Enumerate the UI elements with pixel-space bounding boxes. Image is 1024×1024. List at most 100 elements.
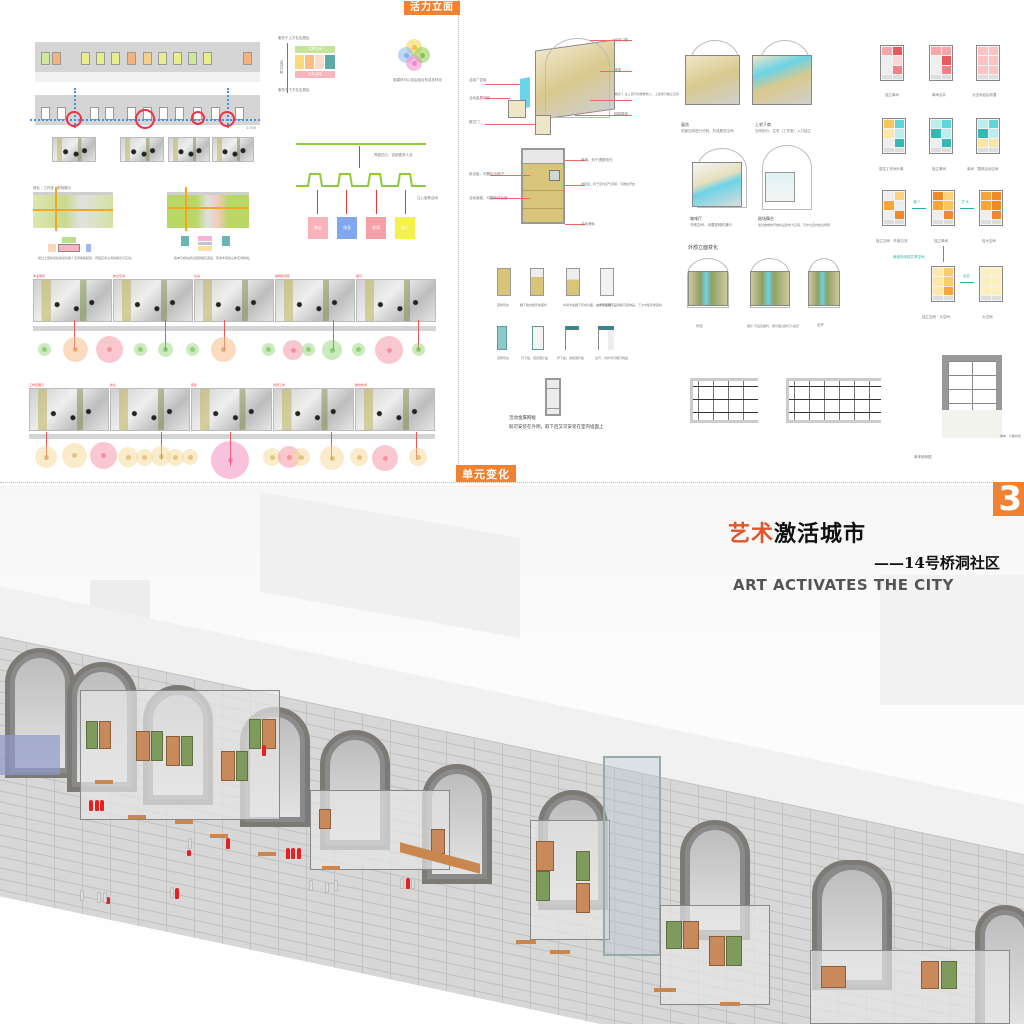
panel-label-rail: 活动滑轨 <box>581 222 595 226</box>
panel-label-movable: 活动面板，可翻折成台面 <box>469 196 508 200</box>
unit-section-tag: 单元变化 <box>456 465 516 482</box>
wave-box-rest: 休息 <box>337 217 357 239</box>
photo-row1-4 <box>275 279 355 322</box>
plan-strip-1 <box>33 326 436 331</box>
exploded-label-adboard: 活动广告板 <box>469 78 487 82</box>
panel-type-3 <box>566 268 580 296</box>
grid-config-yellow-1 <box>931 266 955 302</box>
grid-label-3: 大空间自由布置 <box>972 93 997 97</box>
grid-config-orange-3 <box>979 190 1003 226</box>
unit-plan-drawing <box>942 355 1002 410</box>
grid-label-10: 独立空间 · 大空间 <box>922 315 950 319</box>
wave-note-bottom: 注入各种活动 <box>417 196 438 200</box>
arrow-merge-label: 合并 <box>963 274 970 278</box>
scale-note: 1:500 <box>246 126 257 130</box>
photo-row1-1 <box>33 279 112 322</box>
divider-vertical <box>458 0 459 470</box>
photo-row1-label-1: 商业展览 <box>33 274 46 278</box>
divider-horizontal <box>0 482 1024 483</box>
photo-row2-label-3: 聚集 <box>191 383 198 387</box>
facade-panel-detail <box>521 148 565 224</box>
section-diagram-2-caption: 各单元模块通过连廊相互连接，形成丰富的立体空间体验。 <box>174 256 253 260</box>
module-group-4 <box>660 905 770 1005</box>
grid-config-red-2 <box>929 45 953 81</box>
exploded-label-floor: 钢架楼板 <box>614 112 628 116</box>
panel-type-label-5: 完整形态 <box>497 356 510 360</box>
arrow-expand-label: 扩大 <box>962 200 969 204</box>
facade-photo-1 <box>52 137 96 162</box>
elevation-open <box>808 271 840 306</box>
panel-type-label-4: 中间木板翻下，网格可挂物品，下方木板形成座椅 <box>596 303 663 307</box>
photo-row2-label-4: 创意工坊 <box>273 383 286 387</box>
section-diagram-1-title: 商业 · 工作室 · 剧场展示 <box>33 186 72 190</box>
variant-title-cafe: 咖啡厅 <box>690 216 702 221</box>
panel-type-label-1: 完整形态 <box>497 303 510 307</box>
variant-title-live-work: 上宅下商 <box>755 122 771 127</box>
arrow-reduce-label: 减少 <box>913 200 920 204</box>
grid-label-1: 独立单间 <box>885 93 899 97</box>
grid-config-red-3 <box>976 45 1000 81</box>
panel-label-plywood: 胶合板，可翻折出椅子 <box>469 172 504 176</box>
title-subtitle: ——14号桥洞社区 <box>874 554 1000 572</box>
section-drawing-1 <box>690 378 758 423</box>
variant-desc-exhibition: 内部空间进行分割，形成展览空间 <box>681 129 734 133</box>
title-main: 艺术激活城市 <box>728 516 866 548</box>
wave-box-perform: 表演 <box>366 217 386 239</box>
elevation-display <box>750 271 790 306</box>
zone-top-label: 服务于上方社区居民 <box>278 36 310 40</box>
facade-section-tag: 活力立面 <box>404 1 460 15</box>
grid-label-9: 较大空间 <box>982 239 996 243</box>
panel-type-8 <box>598 326 614 350</box>
panel-type-label-8: 全开，内外均可展示物品 <box>595 356 629 360</box>
title-english: ART ACTIVATES THE CITY <box>733 576 954 594</box>
mesh-panel-desc: 既可安装在外侧，取下后又可安装在室内墙面上 <box>509 425 604 430</box>
grid-label-6: 单间 · 整体活动空间 <box>967 167 999 171</box>
panel-type-2 <box>530 268 544 296</box>
section-diagram-1-caption: 通过上层的连续通道将各个空间串联起来，增强空间之间的联系与互动。 <box>38 256 135 260</box>
module-group-5 <box>810 950 1010 1024</box>
mesh-panel-title: 活动金属网板 <box>509 416 536 421</box>
mesh-panel <box>545 378 561 416</box>
grid-config-teal-3 <box>976 118 1000 154</box>
title-rest: 激活城市 <box>774 521 867 547</box>
photo-row2-3 <box>191 388 272 431</box>
panel-label-vent: 通风窗，利于室内空气流通，可推拉开启 <box>581 182 636 186</box>
exploded-label-door-note: 推拉门, 在上层可将楼梯收入，上层成为独立空间 <box>614 92 679 96</box>
grid-label-7: 独立空间 · 外部交流 <box>876 239 908 243</box>
elevation-closed <box>688 271 728 306</box>
wave-top-line <box>296 143 426 145</box>
facade-photo-4 <box>212 137 254 162</box>
variant-title-stage: 剧场舞台 <box>758 216 774 221</box>
panel-type-7 <box>565 326 579 350</box>
elevation-change-title: 外部立面变化 <box>688 245 719 251</box>
photo-row2-label-2: 休息 <box>110 383 117 387</box>
section-diagram-1 <box>33 187 113 231</box>
facade-photo-2 <box>120 137 164 162</box>
facade-elevation-colored <box>35 42 260 72</box>
grid-config-orange-1 <box>882 190 906 226</box>
grid-config-teal-2 <box>929 118 953 154</box>
photo-row2-4 <box>273 388 354 431</box>
grid-config-yellow-2 <box>979 266 1003 302</box>
wave-line <box>296 173 426 187</box>
plan-strip-2 <box>29 434 435 439</box>
panel-type-6 <box>532 326 544 350</box>
grid-config-teal-1 <box>882 118 906 154</box>
panel-type-label-6: 开下板，固定展示品 <box>521 356 549 360</box>
panel-type-label-7: 开下板，悬挂展示板 <box>557 356 585 360</box>
elevation-label-closed: 闭合 <box>696 324 703 328</box>
module-group-1 <box>80 690 280 820</box>
page-number: 3 <box>993 482 1024 516</box>
panel-type-label-2: 翻下胶合板形成座椅 <box>520 303 548 307</box>
wave-box-display: 展示 <box>395 217 415 239</box>
photo-row1-3 <box>194 279 274 322</box>
photo-row2-label-1: 工作室展示 <box>29 383 45 387</box>
module-group-3 <box>530 820 610 940</box>
elevation-label-open: 全开 <box>817 323 824 327</box>
plan-caption: 单体轴侧图 <box>914 455 932 459</box>
variant-exhibition-axon <box>685 55 740 105</box>
grid-label-2: 单间合并 <box>932 93 946 97</box>
exploded-label-sliding-door: 推拉门 <box>469 120 480 124</box>
zone-bottom-bar: 公共活动 <box>295 71 335 78</box>
section-diagram-2 <box>167 187 249 231</box>
